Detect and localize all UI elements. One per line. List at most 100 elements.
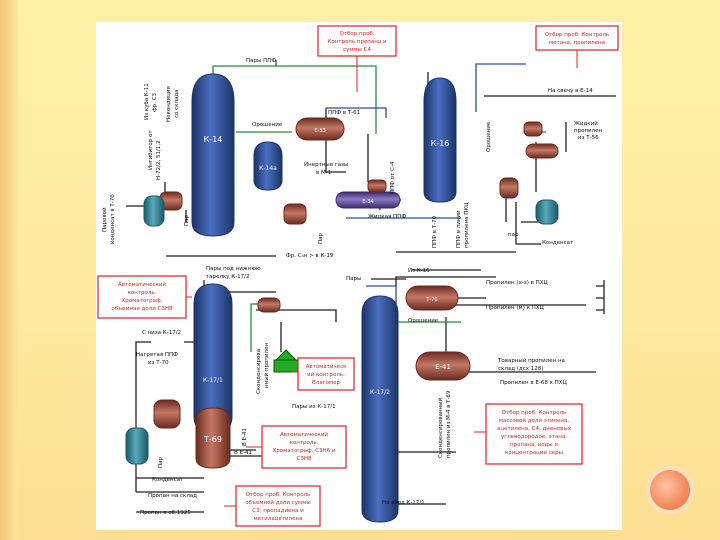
label-s-niza: С низа К-17/2: [142, 330, 181, 336]
label-propan-sklad: Пропан на склад: [148, 493, 197, 499]
svg-text:С3Н8: С3Н8: [297, 456, 312, 462]
label-tarelku: тарелку К-17/2: [206, 274, 250, 280]
label-kondensat-2: Конденсат: [152, 477, 184, 483]
callout-red-6: Отбор проб. Контроль массовой доли этиле…: [485, 403, 583, 465]
callout-red-3: Автоматический контроль. Хроматограф, об…: [97, 275, 187, 319]
label-ppf-v-linii: ППФ в линии: [456, 210, 462, 248]
label-pary: Пары: [346, 276, 361, 282]
label-propilen-hs: Пропилен (х-з) в ПХЦ: [486, 280, 549, 286]
label-propan-ob: Пропан в об.1925: [140, 510, 191, 516]
svg-text:Отбор проб.: Отбор проб.: [339, 31, 374, 37]
t69-label: Т-69: [203, 435, 222, 444]
vessel-e33: Е-33: [295, 117, 345, 141]
label-skonds-right-2: пропилен из М-4 в Т-69: [446, 390, 452, 458]
svg-text:суммы С4: суммы С4: [343, 47, 372, 53]
label-nagretaya: Нагретая ППФ: [136, 352, 178, 358]
label-nekondiciya: Некондиция: [166, 86, 172, 122]
vessel-e34: Е-34: [335, 191, 401, 209]
label-parovoy: Паровой: [101, 207, 108, 232]
reboiler-t69: Т-69: [195, 407, 231, 469]
decorative-orb: [650, 470, 690, 510]
label-propilen-e68: Пропилен в Е-68 к ПХЦ: [500, 380, 568, 386]
e33-label: Е-33: [314, 128, 325, 134]
label-na-svechu: На свечу в Е-14: [548, 88, 593, 94]
vessel-e44: [257, 297, 281, 313]
column-k14a: К-14а: [253, 141, 283, 191]
column-k14: К-14: [191, 73, 235, 237]
vessel-t68-mid: [283, 203, 307, 225]
svg-text:массовой доли этилена,: массовой доли этилена,: [499, 417, 570, 424]
label-oroshenie-2: Орошение: [486, 121, 492, 152]
k14a-label: К-14а: [259, 165, 277, 172]
vessel-t70: Т-70: [405, 285, 459, 311]
label-iz-t56: из Т-56: [578, 135, 599, 141]
label-v-e41: В Е-41: [234, 450, 252, 456]
vessel-e19-right: [535, 199, 559, 225]
svg-text:ий контроль.: ий контроль.: [307, 371, 345, 378]
label-na-verh: На верх К-17/1: [382, 500, 425, 506]
label-so-sklada: со склада: [174, 89, 180, 118]
label-oroshenie-3: Орошение: [408, 318, 439, 324]
label-iz-k16: Из К-16: [408, 268, 430, 274]
callout-red-1: Отбор проб. Контроль пропана и суммы С4: [317, 25, 397, 57]
label-propilen-m: Пропилен (м) к ПХЦ: [486, 305, 545, 311]
label-par-2: Пар: [318, 232, 324, 244]
svg-text:Автоматический: Автоматический: [118, 281, 166, 288]
label-tovarny-1: Товарный пропилен на: [497, 357, 565, 364]
label-v-m1: в М-1: [316, 170, 331, 176]
label-ppf-t61: ППФ в Т-61: [328, 110, 360, 116]
label-kondensat-t76: конденсат в Т-76: [110, 194, 116, 244]
k14-label: К-14: [204, 135, 223, 144]
label-iz-t70: из Т-70: [148, 360, 169, 366]
vessel-small-k16: [367, 179, 387, 193]
label-iz-kuba: Из куба К-11: [144, 83, 150, 120]
label-par-1: Пар: [184, 214, 190, 226]
svg-text:концентрации серы: концентрации серы: [505, 450, 563, 456]
label-skonds-left-1: Сконденсирова: [256, 349, 262, 394]
vessel-e41: Е-41: [415, 351, 471, 381]
label-fr-c3: фр. С3: [152, 92, 158, 112]
vessel-t68a: [153, 399, 181, 429]
svg-text:метана, пропилена: метана, пропилена: [549, 40, 605, 46]
svg-text:углеводородов, этана,: углеводородов, этана,: [501, 434, 567, 440]
flow-labels: Пары ППФ Орошение ППФ в Т-61 Инертные га…: [136, 58, 603, 516]
svg-text:Контроль пропана и: Контроль пропана и: [327, 39, 387, 45]
diagram-panel: К-14 К-14а К-16 К-17/1 К-17/2 Т-69 Е-33 …: [96, 22, 622, 530]
label-skonds-right-1: Сконденсированный: [437, 397, 444, 458]
svg-text:контроль.: контроль.: [128, 290, 157, 296]
k17-2-label: К-17/2: [370, 389, 390, 396]
svg-text:Отбор проб. Контроль: Отбор проб. Контроль: [545, 32, 610, 38]
label-ppf-t70: ППФ в Т-70: [432, 215, 438, 248]
k17-1-label: К-17/1: [203, 377, 223, 384]
label-pary-ppf: Пары ППФ: [246, 58, 276, 64]
t70-label: Т-70: [425, 297, 437, 303]
label-inertnye: Инертные газы: [304, 162, 348, 168]
callout-red-5: Автоматический контроль. Хроматограф, С3…: [261, 425, 347, 469]
vessel-t67: [499, 177, 519, 199]
vessel-t56-small: [523, 121, 543, 137]
label-par-4: Пар: [158, 456, 164, 468]
column-k16: К-16: [423, 77, 457, 203]
label-zhidkiy: Жидкий: [574, 120, 598, 127]
vessel-t56: [525, 143, 559, 159]
vertical-labels: Из куба К-11 фр. С3 Некондиция со склада…: [101, 83, 492, 468]
label-ppf-ot-c4: ППФ от С-4: [390, 161, 396, 194]
callout-red-2: Отбор проб. Контроль метана, пропилена: [535, 25, 619, 51]
label-zhidkaya-ppf: Жидкая ППФ: [368, 214, 406, 220]
svg-text:Автоматический: Автоматический: [280, 431, 328, 438]
svg-text:Хроматограф,: Хроматограф,: [122, 298, 163, 304]
svg-text:Влагомер: Влагомер: [312, 380, 340, 386]
svg-text:Отбор проб. Контроль: Отбор проб. Контроль: [502, 410, 567, 416]
label-oroshenie-1: Орошение: [252, 122, 283, 128]
label-n72: Н-72/2, 51/1,2: [156, 140, 162, 180]
label-fr-c4: Фр. С₄н > в К-19: [286, 253, 334, 259]
e41-label: Е-41: [435, 363, 451, 371]
pump-dryer-icon: [273, 349, 299, 373]
svg-text:Отбор проб. Контроль: Отбор проб. Контроль: [246, 492, 311, 498]
label-kondensat-1: Конденсат: [542, 240, 574, 246]
svg-text:метилацетилена: метилацетилена: [254, 516, 303, 522]
label-pary-pod: Пары под нижнюю: [206, 266, 261, 272]
svg-text:С3; пропадиена и: С3; пропадиена и: [252, 508, 304, 514]
label-tovarny-2: склад (дсх 128): [498, 366, 543, 372]
svg-text:Хроматограф, С3Н6 и: Хроматограф, С3Н6 и: [273, 448, 336, 454]
